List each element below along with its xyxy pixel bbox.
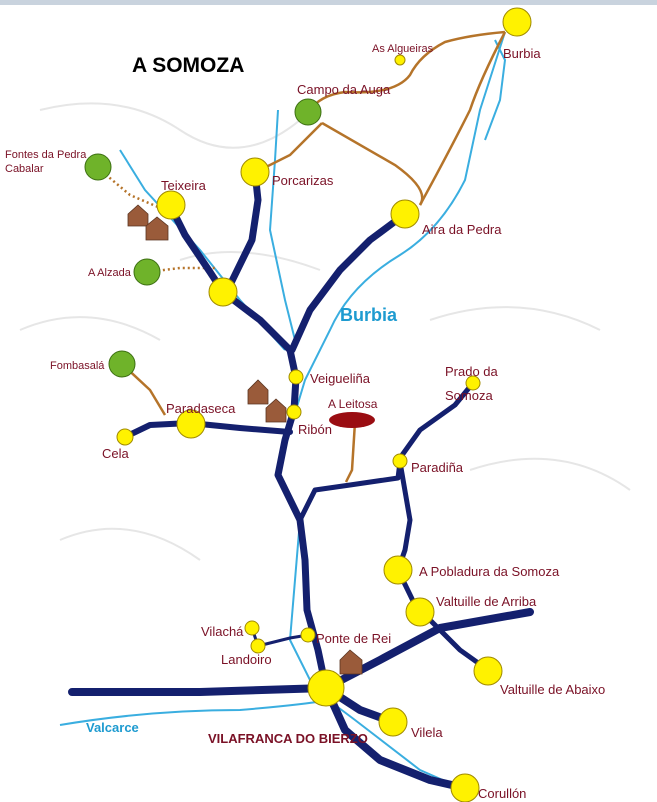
node-corullon bbox=[450, 773, 480, 802]
node-as-algueiras bbox=[394, 54, 406, 66]
top-edge-strip bbox=[0, 0, 657, 5]
place-label-cela: Cela bbox=[102, 446, 130, 461]
node-vilacha bbox=[244, 620, 260, 636]
place-label-porcarizas: Porcarizas bbox=[272, 173, 334, 188]
place-label-aira-da-pedra: Aira da Pedra bbox=[422, 222, 502, 237]
node-fombasala bbox=[108, 350, 136, 378]
road-aira bbox=[288, 210, 409, 354]
place-label-vilacha: Vilachá bbox=[201, 624, 244, 639]
place-label-valtuille-abaixo: Valtuille de Abaixo bbox=[500, 682, 605, 697]
node-ponte-de-rei bbox=[300, 627, 316, 643]
river-tributary-north bbox=[268, 109, 296, 341]
node-paradina bbox=[392, 453, 408, 469]
track-campo-aira bbox=[321, 121, 424, 206]
place-label-prado-line1: Prado da bbox=[445, 364, 499, 379]
node-teixeira bbox=[156, 190, 186, 220]
road-cela bbox=[122, 420, 293, 440]
map-title: A SOMOZA bbox=[132, 54, 244, 77]
lake-a-leitosa bbox=[329, 412, 375, 428]
node-landoiro bbox=[250, 638, 266, 654]
place-label-fontes-line1: Fontes da Pedra bbox=[5, 149, 87, 161]
node-paradaseca bbox=[176, 409, 206, 439]
node-porcarizas bbox=[240, 157, 270, 187]
track-aira-burbia bbox=[418, 31, 507, 206]
house-icon bbox=[127, 204, 169, 241]
tracks bbox=[97, 30, 507, 483]
house-icon bbox=[247, 379, 287, 423]
track-fontes bbox=[97, 167, 166, 212]
lake-label: A Leitosa bbox=[328, 397, 378, 411]
node-vilafranca bbox=[307, 669, 345, 707]
node-prado-da-somoza bbox=[465, 375, 481, 391]
node-a-alzada bbox=[133, 258, 161, 286]
road-teixeira bbox=[166, 201, 227, 296]
river-label-valcarce: Valcarce bbox=[86, 720, 139, 735]
road-pobladura bbox=[297, 459, 413, 573]
node-pobladura bbox=[383, 555, 413, 585]
place-label-veiguelina: Veigueliña bbox=[310, 371, 371, 386]
place-label-prado-line2: Somoza bbox=[445, 388, 493, 403]
track-leitosa bbox=[344, 421, 357, 483]
node-aira-da-pedra bbox=[390, 199, 420, 229]
road-porcarizas bbox=[219, 168, 262, 296]
road-corullon bbox=[322, 684, 469, 792]
place-label-pobladura: A Pobladura da Somoza bbox=[419, 564, 560, 579]
road-main-trunk bbox=[219, 288, 330, 692]
place-label-corullon: Corullón bbox=[478, 786, 526, 801]
hamlet-nodes bbox=[84, 98, 322, 378]
node-junction bbox=[208, 277, 238, 307]
place-label-fontes-line2: Cabalar bbox=[5, 163, 44, 175]
road-landoiro bbox=[256, 633, 310, 648]
place-label-paradina: Paradiña bbox=[411, 460, 464, 475]
river-burbia-branch bbox=[484, 39, 507, 141]
place-label-fombasala: Fombasalá bbox=[50, 360, 105, 372]
place-label-ponte-de-rei: Ponte de Rei bbox=[316, 631, 391, 646]
river-label-burbia: Burbia bbox=[340, 305, 398, 325]
house-icon bbox=[339, 649, 363, 675]
place-label-ribon: Ribón bbox=[298, 422, 332, 437]
node-valtuille-arriba bbox=[405, 597, 435, 627]
place-label-a-alzada: A Alzada bbox=[88, 267, 132, 279]
place-label-burbia: Burbia bbox=[503, 46, 541, 61]
place-label-landoiro: Landoiro bbox=[221, 652, 272, 667]
road-n6-west bbox=[68, 684, 330, 696]
node-campo-da-auga bbox=[294, 98, 322, 126]
terrain-background bbox=[19, 102, 631, 561]
place-label-teixeira: Teixeira bbox=[161, 178, 207, 193]
road-paradina bbox=[397, 380, 476, 461]
node-valtuille-abaixo bbox=[473, 656, 503, 686]
node-fontes-da-pedra bbox=[84, 153, 112, 181]
track-burbia-campo bbox=[306, 30, 506, 113]
village-nodes bbox=[116, 7, 532, 802]
node-vilela bbox=[378, 707, 408, 737]
node-veiguelina bbox=[288, 369, 304, 385]
place-label-campo-da-auga: Campo da Auga bbox=[297, 82, 391, 97]
node-burbia bbox=[502, 7, 532, 37]
river-valcarce bbox=[59, 699, 331, 726]
main-town-label: VILAFRANCA DO BIERZO bbox=[208, 731, 368, 746]
place-label-paradaseca: Paradaseca bbox=[166, 401, 236, 416]
node-cela bbox=[116, 428, 134, 446]
place-label-vilela: Vilela bbox=[411, 725, 443, 740]
place-label-valtuille-arriba: Valtuille de Arriba bbox=[436, 594, 537, 609]
node-ribon bbox=[286, 404, 302, 420]
place-label-as-algueiras: As Algueiras bbox=[372, 43, 434, 55]
